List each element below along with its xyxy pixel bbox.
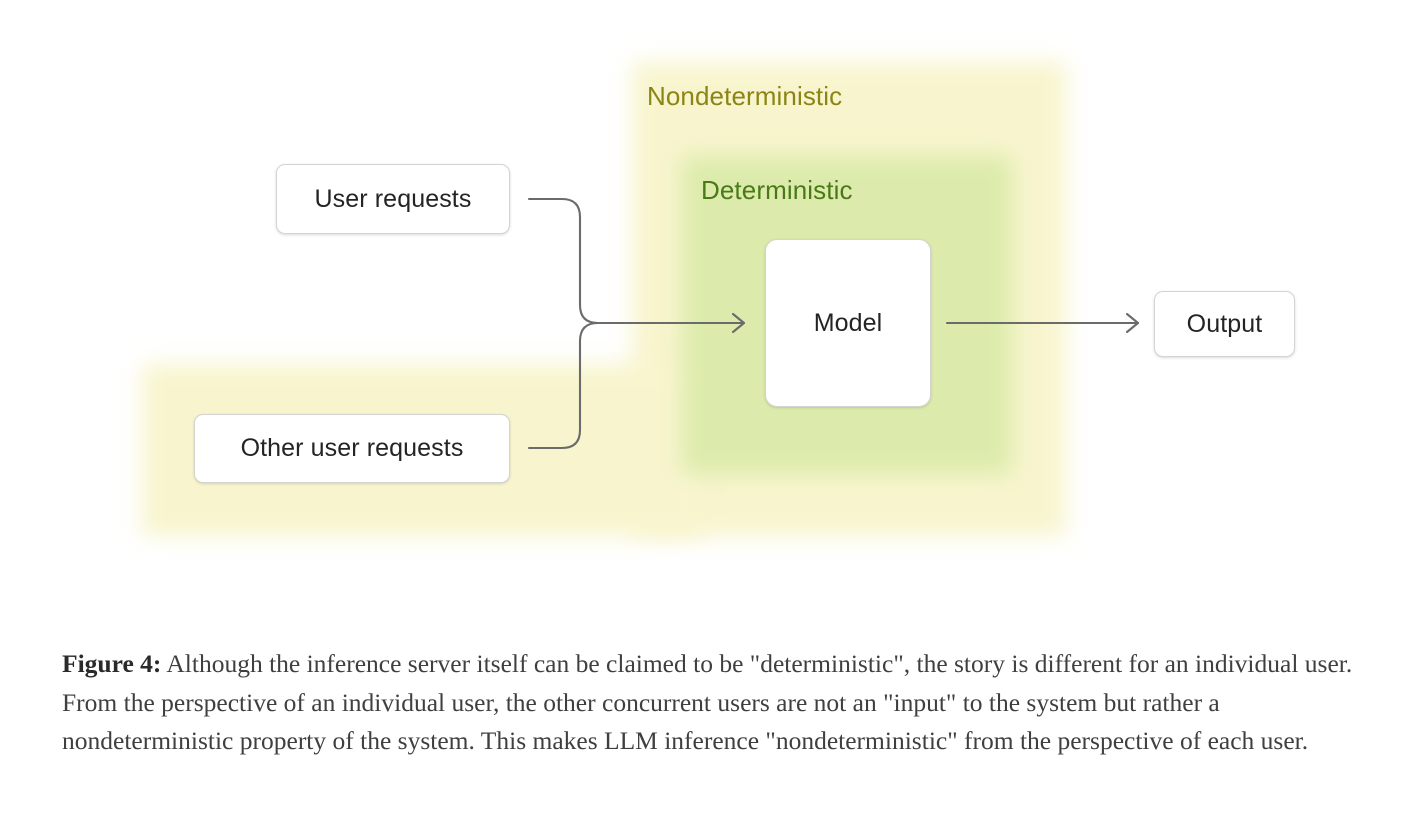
- node-other-user-requests: Other user requests: [194, 414, 510, 483]
- node-user-requests: User requests: [276, 164, 510, 234]
- edge-other-user-requests-to-model: [527, 321, 622, 450]
- node-model: Model: [765, 239, 931, 407]
- arrowhead-into-model: [731, 312, 746, 334]
- figure-caption-text: Although the inference server itself can…: [62, 649, 1353, 755]
- region-label-nondeterministic: Nondeterministic: [647, 81, 843, 111]
- region-label-deterministic: Deterministic: [701, 175, 853, 205]
- figure-caption: Figure 4: Although the inference server …: [62, 645, 1360, 761]
- figure-diagram: Nondeterministic Deterministic User requ…: [142, 62, 1295, 536]
- edge-user-requests-to-model: [527, 197, 622, 325]
- node-output: Output: [1154, 291, 1295, 357]
- arrowhead-into-output: [1125, 312, 1140, 334]
- connector-arrows: [527, 197, 1140, 450]
- figure-caption-label: Figure 4:: [62, 649, 162, 678]
